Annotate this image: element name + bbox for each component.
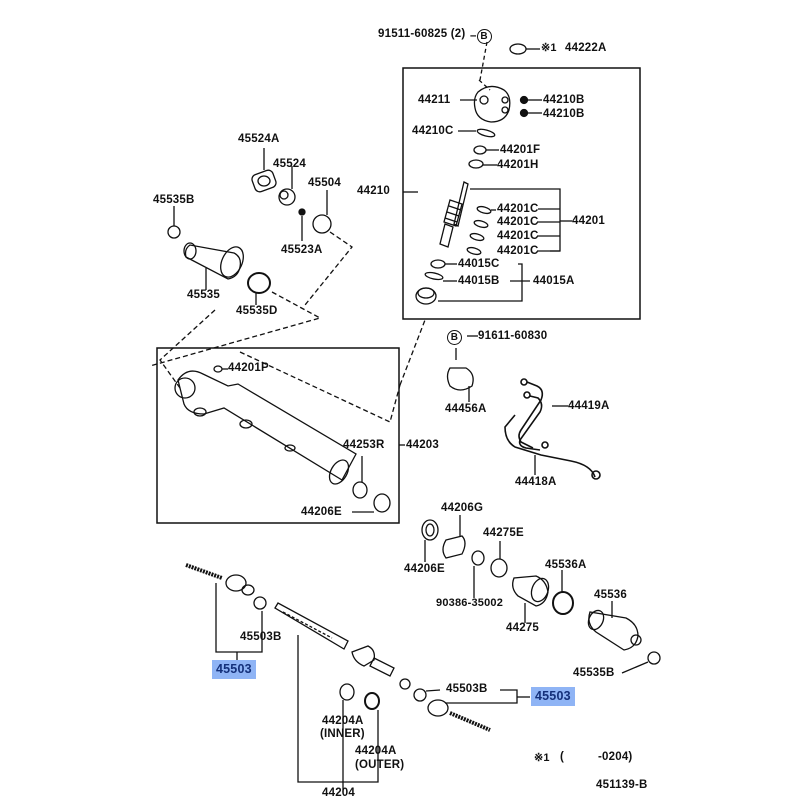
part-label-44456A[interactable]: 44456A	[445, 403, 487, 415]
part-label-44204A-outer[interactable]: 44204A	[355, 745, 397, 757]
part-label-45524[interactable]: 45524	[273, 158, 306, 170]
part-label-44201P[interactable]: 44201P	[228, 362, 269, 374]
part-label-45523A[interactable]: 45523A	[281, 244, 323, 256]
part-label-44275E[interactable]: 44275E	[483, 527, 524, 539]
part-label-44015B[interactable]: 44015B	[458, 275, 500, 287]
part-label-44419A[interactable]: 44419A	[568, 400, 610, 412]
part-label-45536A[interactable]: 45536A	[545, 559, 587, 571]
part-label-44204A-inner-sub: (INNER)	[320, 728, 365, 740]
part-label-44204[interactable]: 44204	[322, 787, 355, 799]
part-label-44418A[interactable]: 44418A	[515, 476, 557, 488]
tie-rod-right	[427, 699, 491, 732]
part-label-45535[interactable]: 45535	[187, 289, 220, 301]
part-label-44201[interactable]: 44201	[572, 215, 605, 227]
tubes-44418A-44419A	[504, 378, 601, 480]
part-label-44211[interactable]: 44211	[418, 94, 451, 106]
part-label-44015A[interactable]: 44015A	[533, 275, 575, 287]
callout-b-icon: B	[476, 29, 492, 44]
note-mark-44222A: ※1	[541, 42, 557, 54]
callout-b-icon: B	[447, 330, 462, 345]
part-label-45524A[interactable]: 45524A	[238, 133, 280, 145]
part-label-44201C-1[interactable]: 44201C	[497, 203, 539, 215]
part-label-45535B-top[interactable]: 45535B	[153, 194, 195, 206]
part-label-44015C[interactable]: 44015C	[458, 258, 500, 270]
tie-rod-left	[185, 563, 255, 596]
part-label-44253R[interactable]: 44253R	[343, 439, 385, 451]
part-label-44206E-box[interactable]: 44206E	[301, 506, 342, 518]
cap-44222A	[509, 43, 527, 55]
part-label-44203[interactable]: 44203	[406, 439, 439, 451]
note-range: -0204)	[598, 751, 633, 763]
b-callout-lower: B	[447, 330, 462, 345]
part-label-45536[interactable]: 45536	[594, 589, 627, 601]
bushing-44206G	[442, 535, 466, 559]
part-label-44201H[interactable]: 44201H	[497, 159, 539, 171]
part-label-44201C-2[interactable]: 44201C	[497, 216, 539, 228]
diagram-reference-code: 451139-B	[596, 779, 648, 791]
part-label-44206G[interactable]: 44206G	[441, 502, 484, 514]
note-mark: ※1	[534, 752, 550, 764]
boot-45536	[587, 609, 642, 651]
part-label-91611-60830[interactable]: 91611-60830	[478, 330, 548, 342]
part-label-44201C-4[interactable]: 44201C	[497, 245, 539, 257]
rack-housing-44203	[174, 370, 357, 485]
part-label-44210[interactable]: 44210	[357, 185, 390, 197]
part-label-44204A-inner[interactable]: 44204A	[322, 715, 364, 727]
part-label-44222A[interactable]: 44222A	[565, 42, 607, 54]
part-label-45535B-bottom[interactable]: 45535B	[573, 667, 615, 679]
part-label-45503-left-highlighted[interactable]: 45503	[212, 660, 256, 679]
part-label-44210B-2[interactable]: 44210B	[543, 108, 585, 120]
part-label-44204A-outer-sub: (OUTER)	[355, 759, 405, 771]
part-label-44201F[interactable]: 44201F	[500, 144, 541, 156]
b-callout-top: –B	[470, 29, 492, 44]
rack-bar-44204	[274, 602, 411, 690]
part-label-45503-right-highlighted[interactable]: 45503	[531, 687, 575, 706]
part-label-45504[interactable]: 45504	[308, 177, 341, 189]
part-label-45535D[interactable]: 45535D	[236, 305, 278, 317]
pinion-housing-44211	[473, 85, 511, 123]
part-label-91511-60825[interactable]: 91511-60825 (2)	[378, 28, 466, 40]
part-label-90386-35002[interactable]: 90386-35002	[436, 597, 504, 609]
note-open-paren: (	[560, 751, 565, 763]
part-label-44210B-1[interactable]: 44210B	[543, 94, 585, 106]
part-label-45503B-left[interactable]: 45503B	[240, 631, 282, 643]
pinion-assembly-box	[402, 67, 641, 320]
part-label-44206E[interactable]: 44206E	[404, 563, 445, 575]
part-label-44275[interactable]: 44275	[506, 622, 539, 634]
rack-housing-box	[156, 347, 400, 524]
boot-44275	[512, 575, 550, 607]
pinion-shaft-44201	[439, 181, 469, 248]
part-label-44210C[interactable]: 44210C	[412, 125, 454, 137]
part-label-45503B-right[interactable]: 45503B	[446, 683, 488, 695]
boot-45535	[183, 242, 244, 280]
part-label-44201C-3[interactable]: 44201C	[497, 230, 539, 242]
